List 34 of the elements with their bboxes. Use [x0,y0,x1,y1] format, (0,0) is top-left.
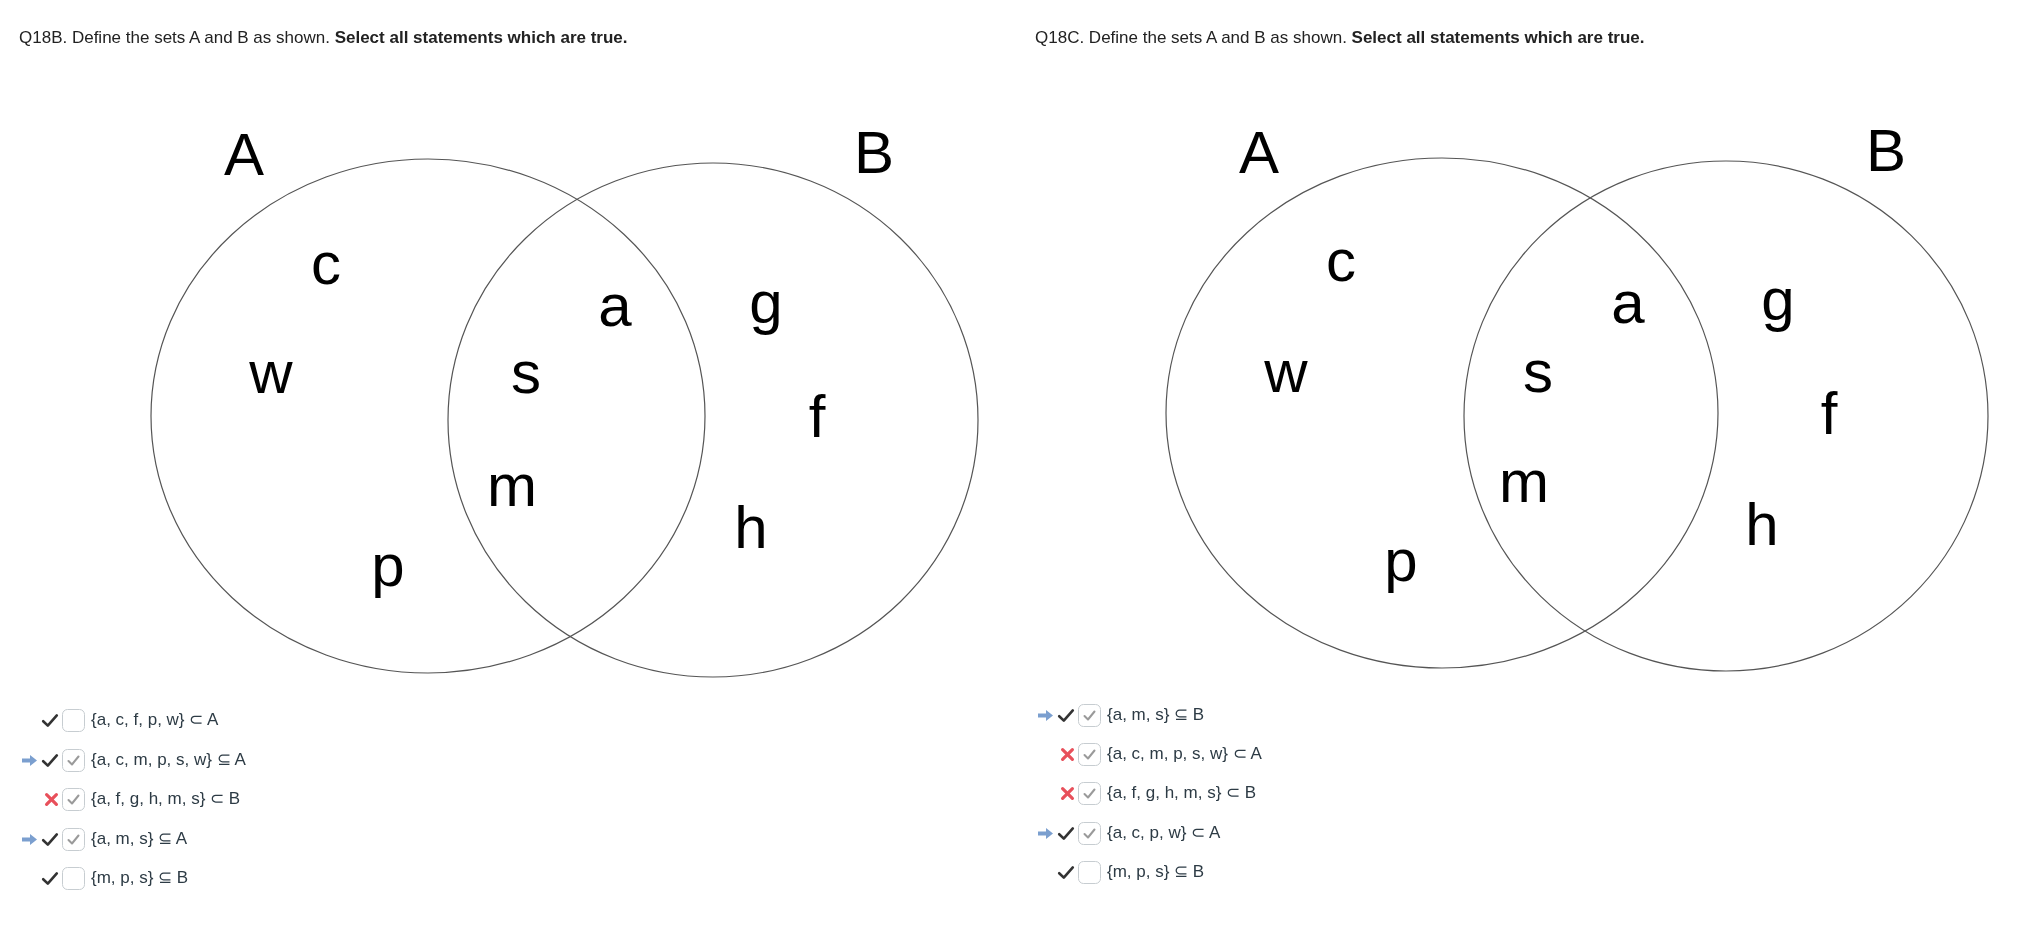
set-element: a [1611,273,1645,333]
set-element: f [808,387,826,447]
answer-statement: {a, m, s} ⊆ B [1107,704,1205,726]
set-element: p [1384,531,1418,591]
set-element: a [598,276,632,336]
set-element: c [1326,231,1356,291]
set-label: A [224,125,264,185]
set-label: A [1239,123,1279,183]
question-text: Q18B. Define the sets A and B as shown. Select all statements which are true. [19,28,628,48]
set-element: h [734,498,768,558]
set-element: g [749,273,783,333]
set-element: h [1745,495,1779,555]
set-label: B [854,123,894,183]
answer-statement: {m, p, s} ⊆ B [91,867,189,889]
answer-statement: {a, c, p, w} ⊂ A [1107,822,1221,844]
set-element: w [249,343,293,403]
set-element: c [311,234,341,294]
set-element: s [1523,342,1553,402]
set-element: g [1761,270,1795,330]
question-text: Q18C. Define the sets A and B as shown. Select all statements which are true. [1035,28,1645,48]
set-element: f [1820,384,1838,444]
answer-statement: {m, p, s} ⊆ B [1107,861,1205,883]
set-element: s [511,343,541,403]
answer-statement: {a, c, f, p, w} ⊂ A [91,709,219,731]
set-element: m [487,456,537,516]
answer-statement: {a, f, g, h, m, s} ⊂ B [91,788,241,810]
set-label: B [1866,121,1906,181]
answer-statement: {a, f, g, h, m, s} ⊂ B [1107,782,1257,804]
answer-statement: {a, m, s} ⊆ A [91,828,188,850]
set-element: p [371,536,405,596]
answer-statement: {a, c, m, p, s, w} ⊆ A [91,749,246,771]
set-element: m [1499,452,1549,512]
set-element: w [1264,342,1308,402]
answer-statement: {a, c, m, p, s, w} ⊂ A [1107,743,1262,765]
